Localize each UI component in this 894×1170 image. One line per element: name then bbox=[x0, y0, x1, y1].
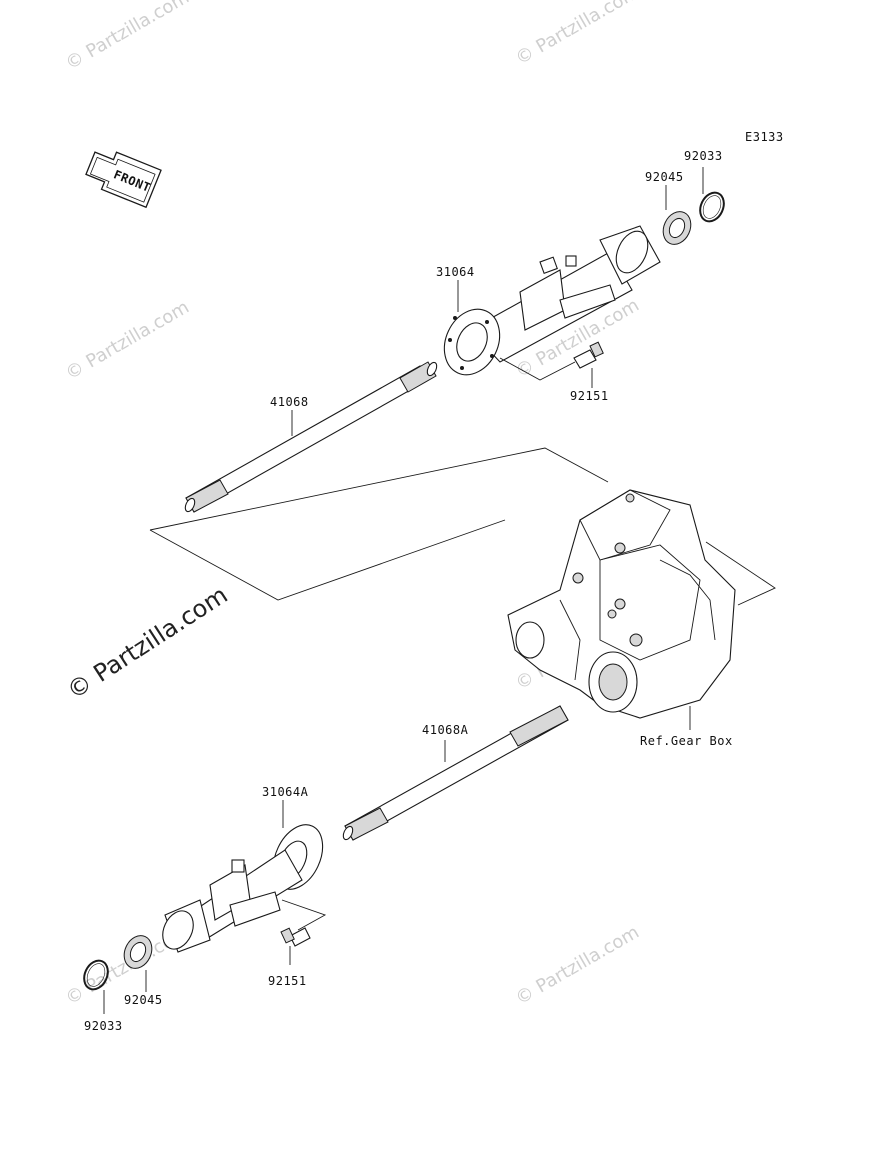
axle-housing-bottom bbox=[162, 800, 324, 953]
callout-gear-box: Ref.Gear Box bbox=[640, 734, 733, 748]
gear-box bbox=[507, 489, 736, 730]
watermark-large: © Partzilla.com bbox=[62, 581, 233, 705]
watermark: © Partzilla.com bbox=[512, 0, 643, 69]
front-arrow-icon: FRONT bbox=[85, 151, 162, 209]
bearing-top bbox=[662, 185, 692, 245]
circlip-top bbox=[699, 167, 725, 223]
reference-lines-top bbox=[149, 447, 609, 531]
axle-shaft-top bbox=[184, 361, 438, 513]
reference-lines-mid bbox=[149, 519, 506, 601]
callout-bottom-shaft: 41068A bbox=[422, 723, 469, 737]
callout-top-bearing: 92045 bbox=[645, 170, 684, 184]
watermark: © Partzilla.com bbox=[62, 297, 193, 385]
bolt-top bbox=[499, 341, 604, 388]
callout-top-clip: 92033 bbox=[684, 149, 723, 163]
callout-top-housing: 31064 bbox=[436, 265, 475, 279]
callout-top-shaft: 41068 bbox=[270, 395, 309, 409]
axle-shaft-bottom bbox=[342, 705, 569, 841]
front-label: FRONT bbox=[112, 167, 153, 194]
watermark: © Partzilla.com bbox=[512, 922, 643, 1010]
bearing-bottom bbox=[123, 935, 153, 992]
callout-bottom-clip: 92033 bbox=[84, 1019, 123, 1033]
callout-bottom-bearing: 92045 bbox=[124, 993, 163, 1007]
watermarks: © Partzilla.com © Partzilla.com © Partzi… bbox=[62, 0, 643, 1009]
reference-lines-right bbox=[705, 541, 776, 606]
axle-housing-top bbox=[443, 225, 661, 376]
bolt-bottom bbox=[280, 899, 327, 965]
callout-top-bolt: 92151 bbox=[570, 389, 609, 403]
watermark: © Partzilla.com bbox=[62, 0, 193, 74]
diagram-code: E3133 bbox=[745, 130, 784, 144]
circlip-bottom bbox=[83, 959, 109, 1014]
callout-bottom-bolt: 92151 bbox=[268, 974, 307, 988]
callout-bottom-housing: 31064A bbox=[262, 785, 309, 799]
